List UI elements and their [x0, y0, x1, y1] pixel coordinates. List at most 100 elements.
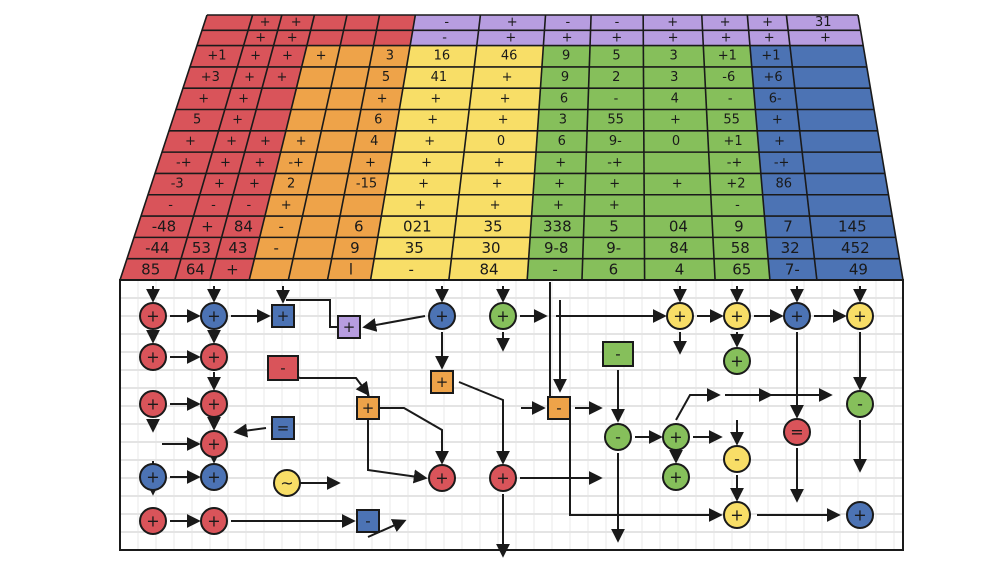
table-cell: +6	[764, 70, 783, 85]
table-col-line	[326, 14, 381, 281]
table-cell: 6	[609, 260, 619, 278]
table-cell: +	[220, 155, 231, 170]
table-cell: +	[249, 177, 260, 192]
table-cell: 85	[141, 260, 160, 278]
table-cell: 4	[671, 91, 679, 106]
table-cell: 32	[781, 239, 800, 257]
table-cell: 9	[561, 70, 569, 85]
table-cell: -	[728, 91, 733, 106]
table-cell: 2	[287, 177, 295, 192]
table-cell: 55	[723, 113, 740, 128]
table-col-line	[248, 14, 316, 281]
circle-node-red: +	[200, 430, 228, 458]
table-col-line	[174, 14, 254, 281]
table-cell: +1	[718, 49, 737, 64]
header-cell: +	[260, 15, 271, 30]
node-symbol: -	[615, 428, 621, 447]
table-cell: +	[421, 155, 432, 170]
circle-node	[666, 302, 694, 330]
table-cell: 3	[386, 49, 394, 64]
table-col-line	[369, 14, 417, 281]
connector-arrow	[362, 315, 426, 332]
circle-node-green: +	[723, 347, 751, 375]
table-cell: 5	[193, 113, 201, 128]
node-symbol: +	[853, 506, 866, 525]
table-cell: 9-	[609, 134, 622, 149]
node-symbol: +	[207, 307, 220, 326]
table-cell: -	[735, 198, 740, 213]
table-cell: 338	[543, 218, 572, 236]
node-symbol: +	[673, 307, 686, 326]
table-cell: 16	[434, 49, 451, 64]
circle-node-blue: +	[846, 501, 874, 529]
table-cell: 145	[838, 218, 867, 236]
table-cell: 35	[405, 239, 424, 257]
node-symbol: +	[669, 428, 682, 447]
circle-node-yellow: -	[723, 445, 751, 473]
circle-node-blue: +	[783, 302, 811, 330]
node-symbol: +	[343, 318, 356, 336]
circle-node	[200, 507, 228, 535]
node-symbol: =	[277, 419, 290, 437]
circle-node	[273, 469, 301, 497]
table-cell: 86	[776, 177, 793, 192]
table-cell: 35	[483, 218, 502, 236]
connector-arrow	[367, 519, 407, 538]
table-cell: +	[185, 134, 196, 149]
square-node	[356, 509, 380, 533]
table-cell: +	[772, 113, 783, 128]
circle-node-red: +	[200, 390, 228, 418]
table-cell: -	[409, 260, 414, 278]
connector-arrow	[675, 388, 721, 421]
square-node-green: -	[602, 341, 634, 367]
table-cell: -	[168, 198, 173, 213]
node-symbol: -	[365, 512, 370, 530]
table-cell: +	[553, 198, 564, 213]
circle-node-red: +	[139, 343, 167, 371]
connector-line	[286, 299, 337, 328]
table-cell: 9	[734, 218, 744, 236]
node-symbol: +	[207, 435, 220, 454]
table-cell: +	[226, 134, 237, 149]
square-node	[547, 396, 571, 420]
table-col-line	[119, 14, 208, 281]
table-cell: +3	[201, 70, 220, 85]
table-col-line	[209, 14, 283, 281]
circle-node	[723, 445, 751, 473]
circle-node-green: +	[489, 302, 517, 330]
operator-nodes: ++++++++++++++++++-++-=-++++~++-++=---	[139, 302, 874, 535]
circle-node	[846, 501, 874, 529]
node-symbol: +	[207, 512, 220, 531]
table-cell: 4	[675, 260, 685, 278]
table-col-line	[526, 14, 547, 281]
header-cell: +	[562, 30, 573, 45]
node-symbol: +	[207, 348, 220, 367]
node-symbol: +	[146, 512, 159, 531]
node-symbol: =	[790, 423, 803, 442]
square-node-blue: +	[271, 304, 295, 328]
table-cell: 452	[841, 239, 870, 257]
table-cell: -+	[607, 155, 623, 170]
table-cell: -+	[727, 155, 743, 170]
table-cell: 5	[612, 49, 620, 64]
table-cell: -	[274, 239, 279, 257]
header-cell: +	[611, 30, 622, 45]
table-cell: l	[349, 260, 353, 278]
circle-node	[428, 464, 456, 492]
circle-node-red: +	[139, 390, 167, 418]
table-cell: +	[424, 134, 435, 149]
table-cell: +1	[724, 134, 743, 149]
header-cell: +	[507, 15, 518, 30]
node-symbol: +	[790, 307, 803, 326]
header-cell: +	[291, 15, 302, 30]
table-cell: 3	[670, 70, 678, 85]
table-cell: +	[198, 91, 209, 106]
table-cell: +	[277, 70, 288, 85]
table-cell: 84	[234, 218, 253, 236]
circle-node	[723, 302, 751, 330]
circle-node	[139, 507, 167, 535]
header-cell: +	[255, 30, 266, 45]
table-col-line	[700, 14, 716, 281]
